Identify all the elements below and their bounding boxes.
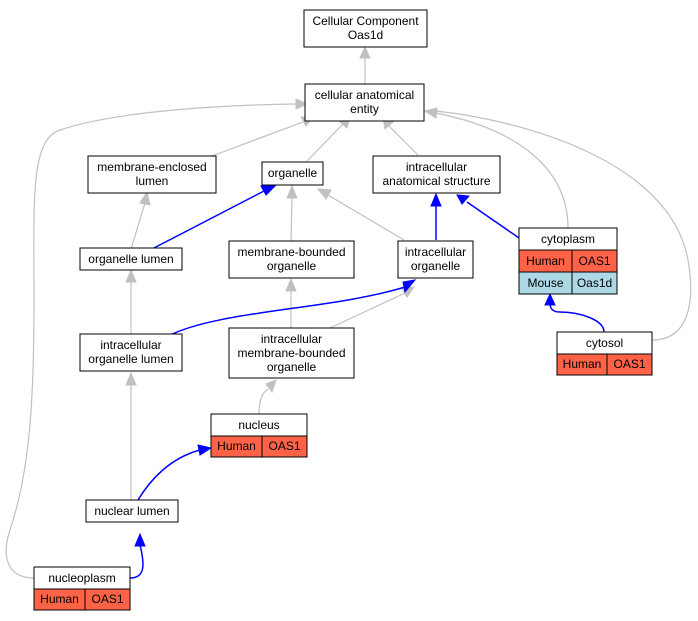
node-io-label-2: organelle <box>411 259 461 273</box>
cytosol-human-gene: OAS1 <box>613 357 645 371</box>
node-membrane-bounded-organelle[interactable]: membrane-bounded organelle <box>228 240 355 279</box>
node-root-label-2: Oas1d <box>348 28 383 42</box>
arrowhead-cae-from-cytoplasm <box>423 107 438 119</box>
arrowhead-cae-from-nucleoplasm <box>295 98 309 110</box>
edge-nucleus-to-imbo <box>258 388 269 415</box>
node-nucleus[interactable]: nucleus Human OAS1 <box>210 413 308 458</box>
node-organelle-label: organelle <box>268 166 318 180</box>
node-nucleoplasm[interactable]: nucleoplasm Human OAS1 <box>33 566 131 611</box>
nucleoplasm-human-gene: OAS1 <box>91 592 123 606</box>
node-cytoplasm-label: cytoplasm <box>541 232 595 246</box>
edge-imbo-to-io <box>329 292 406 329</box>
arrowhead-cytoplasm-from-cytosol <box>544 292 556 306</box>
node-cytosol-label: cytosol <box>586 336 623 350</box>
edge-nucleoplasm-to-nuclumen <box>129 544 144 579</box>
arrowhead-io-from-iol <box>402 279 417 294</box>
edge-io-to-organelle <box>327 194 405 241</box>
arrowhead-nuclumen-from-nucleoplasm <box>134 532 146 547</box>
cytoplasm-mouse-gene-cell <box>571 271 618 295</box>
node-mel-label-1: membrane-enclosed <box>97 160 206 174</box>
node-cellular-anatomical-entity[interactable]: cellular anatomical entity <box>304 83 425 122</box>
nucleus-human-species: Human <box>217 439 256 453</box>
cytosol-human-gene-cell <box>606 353 653 376</box>
nucleoplasm-human-species: Human <box>40 592 79 606</box>
node-io-label-1: intracellular <box>405 245 466 259</box>
node-intracellular-membrane-bounded-organelle[interactable]: intracellular membrane-bounded organelle <box>228 327 355 379</box>
arrowhead-ias-from-cytoplasm <box>456 194 471 205</box>
node-nucleus-label: nucleus <box>238 418 279 432</box>
edge-mel-to-cae <box>211 121 304 157</box>
node-intracellular-organelle[interactable]: intracellular organelle <box>397 240 474 279</box>
cytoplasm-mouse-gene: Oas1d <box>577 276 612 290</box>
cytoplasm-mouse-species: Mouse <box>527 276 563 290</box>
edge-organelle-to-cae <box>306 123 344 162</box>
node-mbo-label-1: membrane-bounded <box>237 245 345 259</box>
node-cae-label-2: entity <box>350 102 379 116</box>
edge-mbo-to-organelle <box>290 196 293 242</box>
node-root-label-1: Cellular Component <box>312 14 419 28</box>
edge-orglumen-to-organelle <box>151 190 265 250</box>
edge-nuclumen-to-nucleus <box>137 449 201 501</box>
edge-cytosol-to-cytoplasm <box>549 301 605 333</box>
node-cytoplasm[interactable]: cytoplasm Human OAS1 Mouse Oas1d <box>518 227 618 295</box>
node-nucleoplasm-label: nucleoplasm <box>48 571 115 585</box>
arrowhead-mbo <box>285 277 297 292</box>
arrowhead-iol <box>125 371 137 386</box>
edge-ias-to-cae <box>388 125 419 156</box>
node-iol-label-2: organelle lumen <box>88 352 173 366</box>
arrowhead-organelle-from-orglumen <box>260 184 278 196</box>
node-cytosol[interactable]: cytosol Human OAS1 <box>556 331 653 376</box>
node-orglumen-label: organelle lumen <box>88 252 173 266</box>
arrowhead-imbo <box>265 379 277 394</box>
nucleus-human-gene-cell <box>261 435 308 458</box>
edge-cytoplasm-to-ias <box>466 201 520 239</box>
nucleoplasm-human-gene-cell <box>84 588 131 611</box>
node-iol-label-1: intracellular <box>100 338 161 352</box>
edge-cytoplasm-to-cae <box>435 112 569 229</box>
cytoplasm-human-species: Human <box>526 254 565 268</box>
node-imbo-label-2: membrane-bounded <box>237 346 345 360</box>
edge-nucleoplasm-to-cae <box>5 103 297 579</box>
node-intracellular-anatomical-structure[interactable]: intracellular anatomical structure <box>372 155 501 194</box>
arrowhead-ias-from-io <box>430 192 442 207</box>
nucleus-human-gene: OAS1 <box>268 439 300 453</box>
arrowhead-nucleus-from-nuclumen <box>197 444 213 456</box>
node-imbo-label-1: intracellular <box>261 332 322 346</box>
node-imbo-label-3: organelle <box>267 360 317 374</box>
node-nuclear-lumen[interactable]: nuclear lumen <box>85 499 179 523</box>
edge-cytosol-to-cae <box>435 110 692 341</box>
node-mbo-label-2: organelle <box>267 259 317 273</box>
node-root[interactable]: Cellular Component Oas1d <box>303 9 428 48</box>
cytoplasm-human-gene: OAS1 <box>578 254 610 268</box>
cytosol-human-species: Human <box>563 357 602 371</box>
node-nuclumen-label: nuclear lumen <box>94 504 169 518</box>
arrowhead-orglumen <box>125 268 137 283</box>
arrowhead-root <box>359 45 371 59</box>
edge-iol-to-io <box>167 286 406 337</box>
node-organelle-lumen[interactable]: organelle lumen <box>79 247 183 271</box>
node-ias-label-2: anatomical structure <box>382 174 490 188</box>
arrowhead-organelle-from-mbo <box>286 184 298 199</box>
node-membrane-enclosed-lumen[interactable]: membrane-enclosed lumen <box>87 155 217 194</box>
node-mel-label-2: lumen <box>136 174 169 188</box>
node-organelle[interactable]: organelle <box>261 161 324 186</box>
node-ias-label-1: intracellular <box>406 160 467 174</box>
arrowhead-mel <box>139 190 151 206</box>
node-cae-label-1: cellular anatomical <box>315 88 414 102</box>
arrowhead-organelle-from-io <box>316 188 332 200</box>
node-intracellular-organelle-lumen[interactable]: intracellular organelle lumen <box>79 333 183 372</box>
edge-orglumen-to-mel <box>130 202 146 250</box>
